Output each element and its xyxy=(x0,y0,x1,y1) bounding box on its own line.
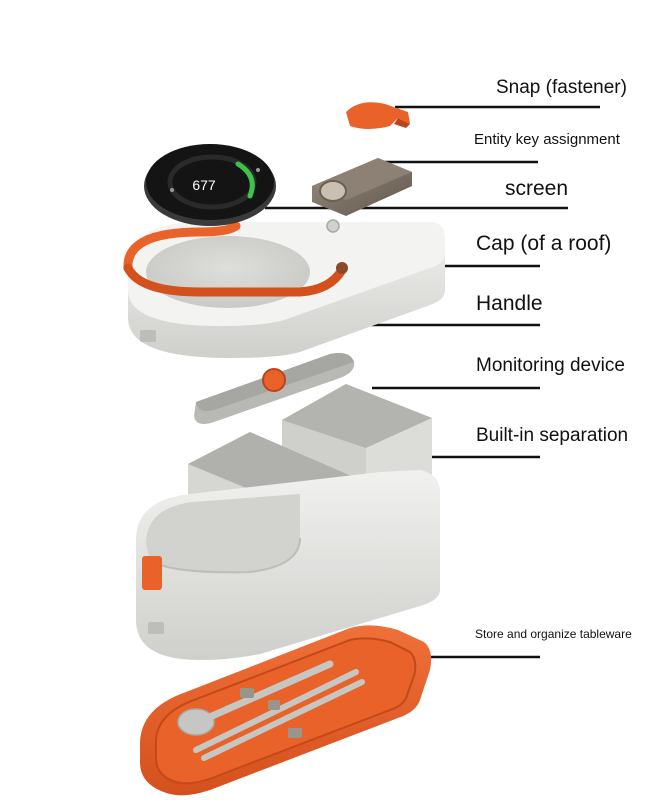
chopsticks xyxy=(193,669,365,761)
screen-readout: 677 xyxy=(192,177,216,193)
label-tableware: Store and organize tableware xyxy=(475,627,632,641)
utensil-clips xyxy=(240,688,302,738)
spoon xyxy=(177,660,334,736)
monitor-button xyxy=(262,368,286,392)
label-cap: Cap (of a roof) xyxy=(476,232,612,255)
key-fingerprint-pad xyxy=(319,180,347,202)
main-container xyxy=(136,470,440,660)
lid-side-slot xyxy=(140,330,156,342)
snap-fastener xyxy=(346,102,410,129)
entity-key xyxy=(312,158,412,216)
lid-dish xyxy=(146,236,310,308)
container-slot xyxy=(148,622,164,634)
label-monitoring-device: Monitoring device xyxy=(476,355,625,376)
monitoring-device xyxy=(194,353,355,424)
label-snap-fastener: Snap (fastener) xyxy=(496,77,627,98)
label-handle: Handle xyxy=(476,292,543,315)
lid-button xyxy=(326,219,340,233)
handle xyxy=(123,221,348,297)
tableware-tray xyxy=(140,625,432,796)
label-entity-key: Entity key assignment xyxy=(474,131,620,148)
label-built-in-separation: Built-in separation xyxy=(476,425,629,446)
container-latch xyxy=(142,556,162,590)
screen-device: 677 xyxy=(144,144,276,226)
label-screen: screen xyxy=(505,177,569,200)
